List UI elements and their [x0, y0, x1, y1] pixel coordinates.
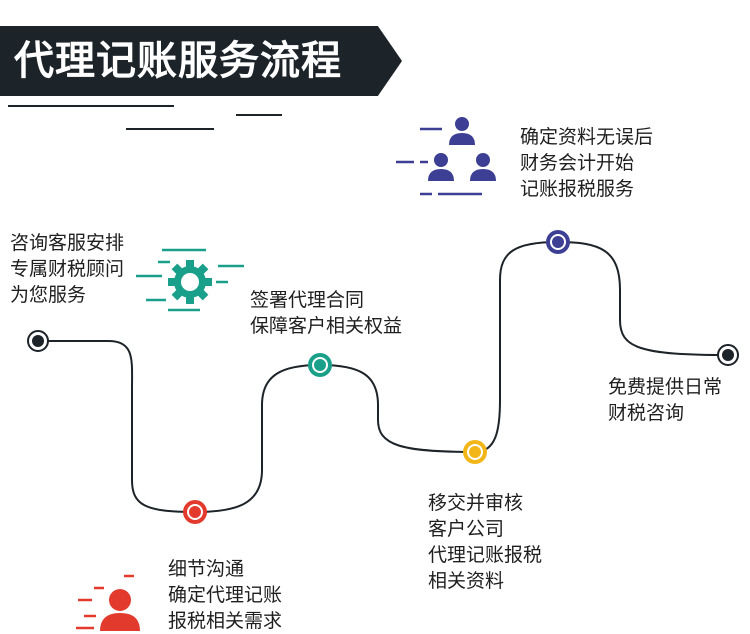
decor-line — [236, 114, 282, 116]
decor-line — [126, 128, 214, 130]
node-teal — [308, 353, 332, 377]
page-title: 代理记账服务流程 — [14, 38, 342, 84]
step-text-line: 移交并审核 — [428, 492, 524, 514]
step-text-line: 客户公司 — [428, 518, 505, 540]
step-text-line: 专属财税顾问 — [10, 258, 125, 280]
step-text-line: 免费提供日常 — [608, 376, 723, 398]
step-6-label: 免费提供日常 财税咨询 — [608, 374, 722, 426]
step-text-line: 为您服务 — [10, 284, 87, 306]
step-text-line: 确定资料无误后 — [520, 126, 654, 148]
step-text-line: 财务会计开始 — [520, 152, 635, 174]
step-text-line: 细节沟通 — [168, 558, 245, 580]
node-start — [27, 330, 49, 352]
decor-line — [8, 105, 174, 107]
step-text-line: 财税咨询 — [608, 402, 685, 424]
node-navy — [546, 230, 570, 254]
step-3-label: 签署代理合同 保障客户相关权益 — [250, 287, 402, 339]
step-text-line: 记账报税服务 — [520, 178, 635, 200]
step-text-line: 签署代理合同 — [250, 289, 365, 311]
step-5-label: 确定资料无误后 财务会计开始 记账报税服务 — [520, 124, 653, 202]
person-icon — [76, 574, 140, 631]
step-4-label: 移交并审核 客户公司 代理记账报税 相关资料 — [428, 490, 542, 594]
process-path — [38, 240, 729, 514]
step-text-line: 代理记账报税 — [428, 544, 543, 566]
step-text-line: 报税相关需求 — [168, 610, 283, 632]
step-text-line: 保障客户相关权益 — [250, 315, 403, 337]
step-text-line: 咨询客服安排 — [10, 232, 125, 254]
step-text-line: 确定代理记账 — [168, 584, 283, 606]
step-text-line: 相关资料 — [428, 570, 505, 592]
team-icon — [396, 117, 496, 196]
node-end — [717, 344, 739, 366]
step-1-label: 咨询客服安排 专属财税顾问 为您服务 — [10, 230, 124, 308]
node-yellow — [463, 440, 487, 464]
gear-icon — [136, 248, 244, 312]
title-banner — [0, 26, 402, 96]
node-red — [183, 500, 207, 524]
step-2-label: 细节沟通 确定代理记账 报税相关需求 — [168, 556, 282, 634]
